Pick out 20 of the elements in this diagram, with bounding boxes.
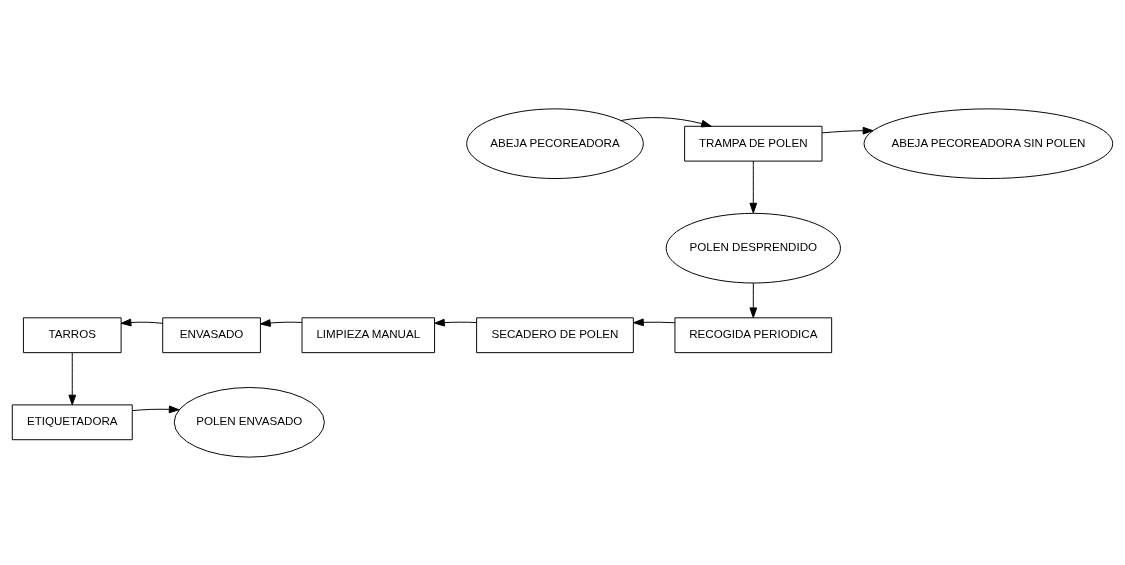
arrow [260, 318, 303, 327]
node-ellipse: POLEN ENVASADO [173, 386, 325, 458]
node-box: TRAMPA DE POLEN [684, 125, 823, 162]
arrow [821, 126, 874, 135]
arrow [749, 160, 758, 213]
arrow [749, 282, 758, 318]
arrow [120, 318, 163, 326]
node-box: TARROS [22, 316, 122, 353]
node-ellipse: POLEN DESPRENDIDO [665, 212, 841, 283]
arrow [68, 352, 77, 405]
node-box: SECADERO DE POLEN [476, 316, 634, 353]
node-ellipse: ABEJA PECOREADORA [466, 107, 644, 179]
node-box: ETIQUETADORA [11, 403, 133, 440]
node-box: LIMPIEZA MANUAL [301, 316, 436, 353]
arrow [131, 405, 180, 413]
node-box: ENVASADO [162, 316, 261, 353]
arrow [620, 116, 712, 127]
arrow [633, 317, 676, 326]
arrow [434, 318, 477, 326]
node-box: RECOGIDA PERIODICA [674, 316, 833, 353]
